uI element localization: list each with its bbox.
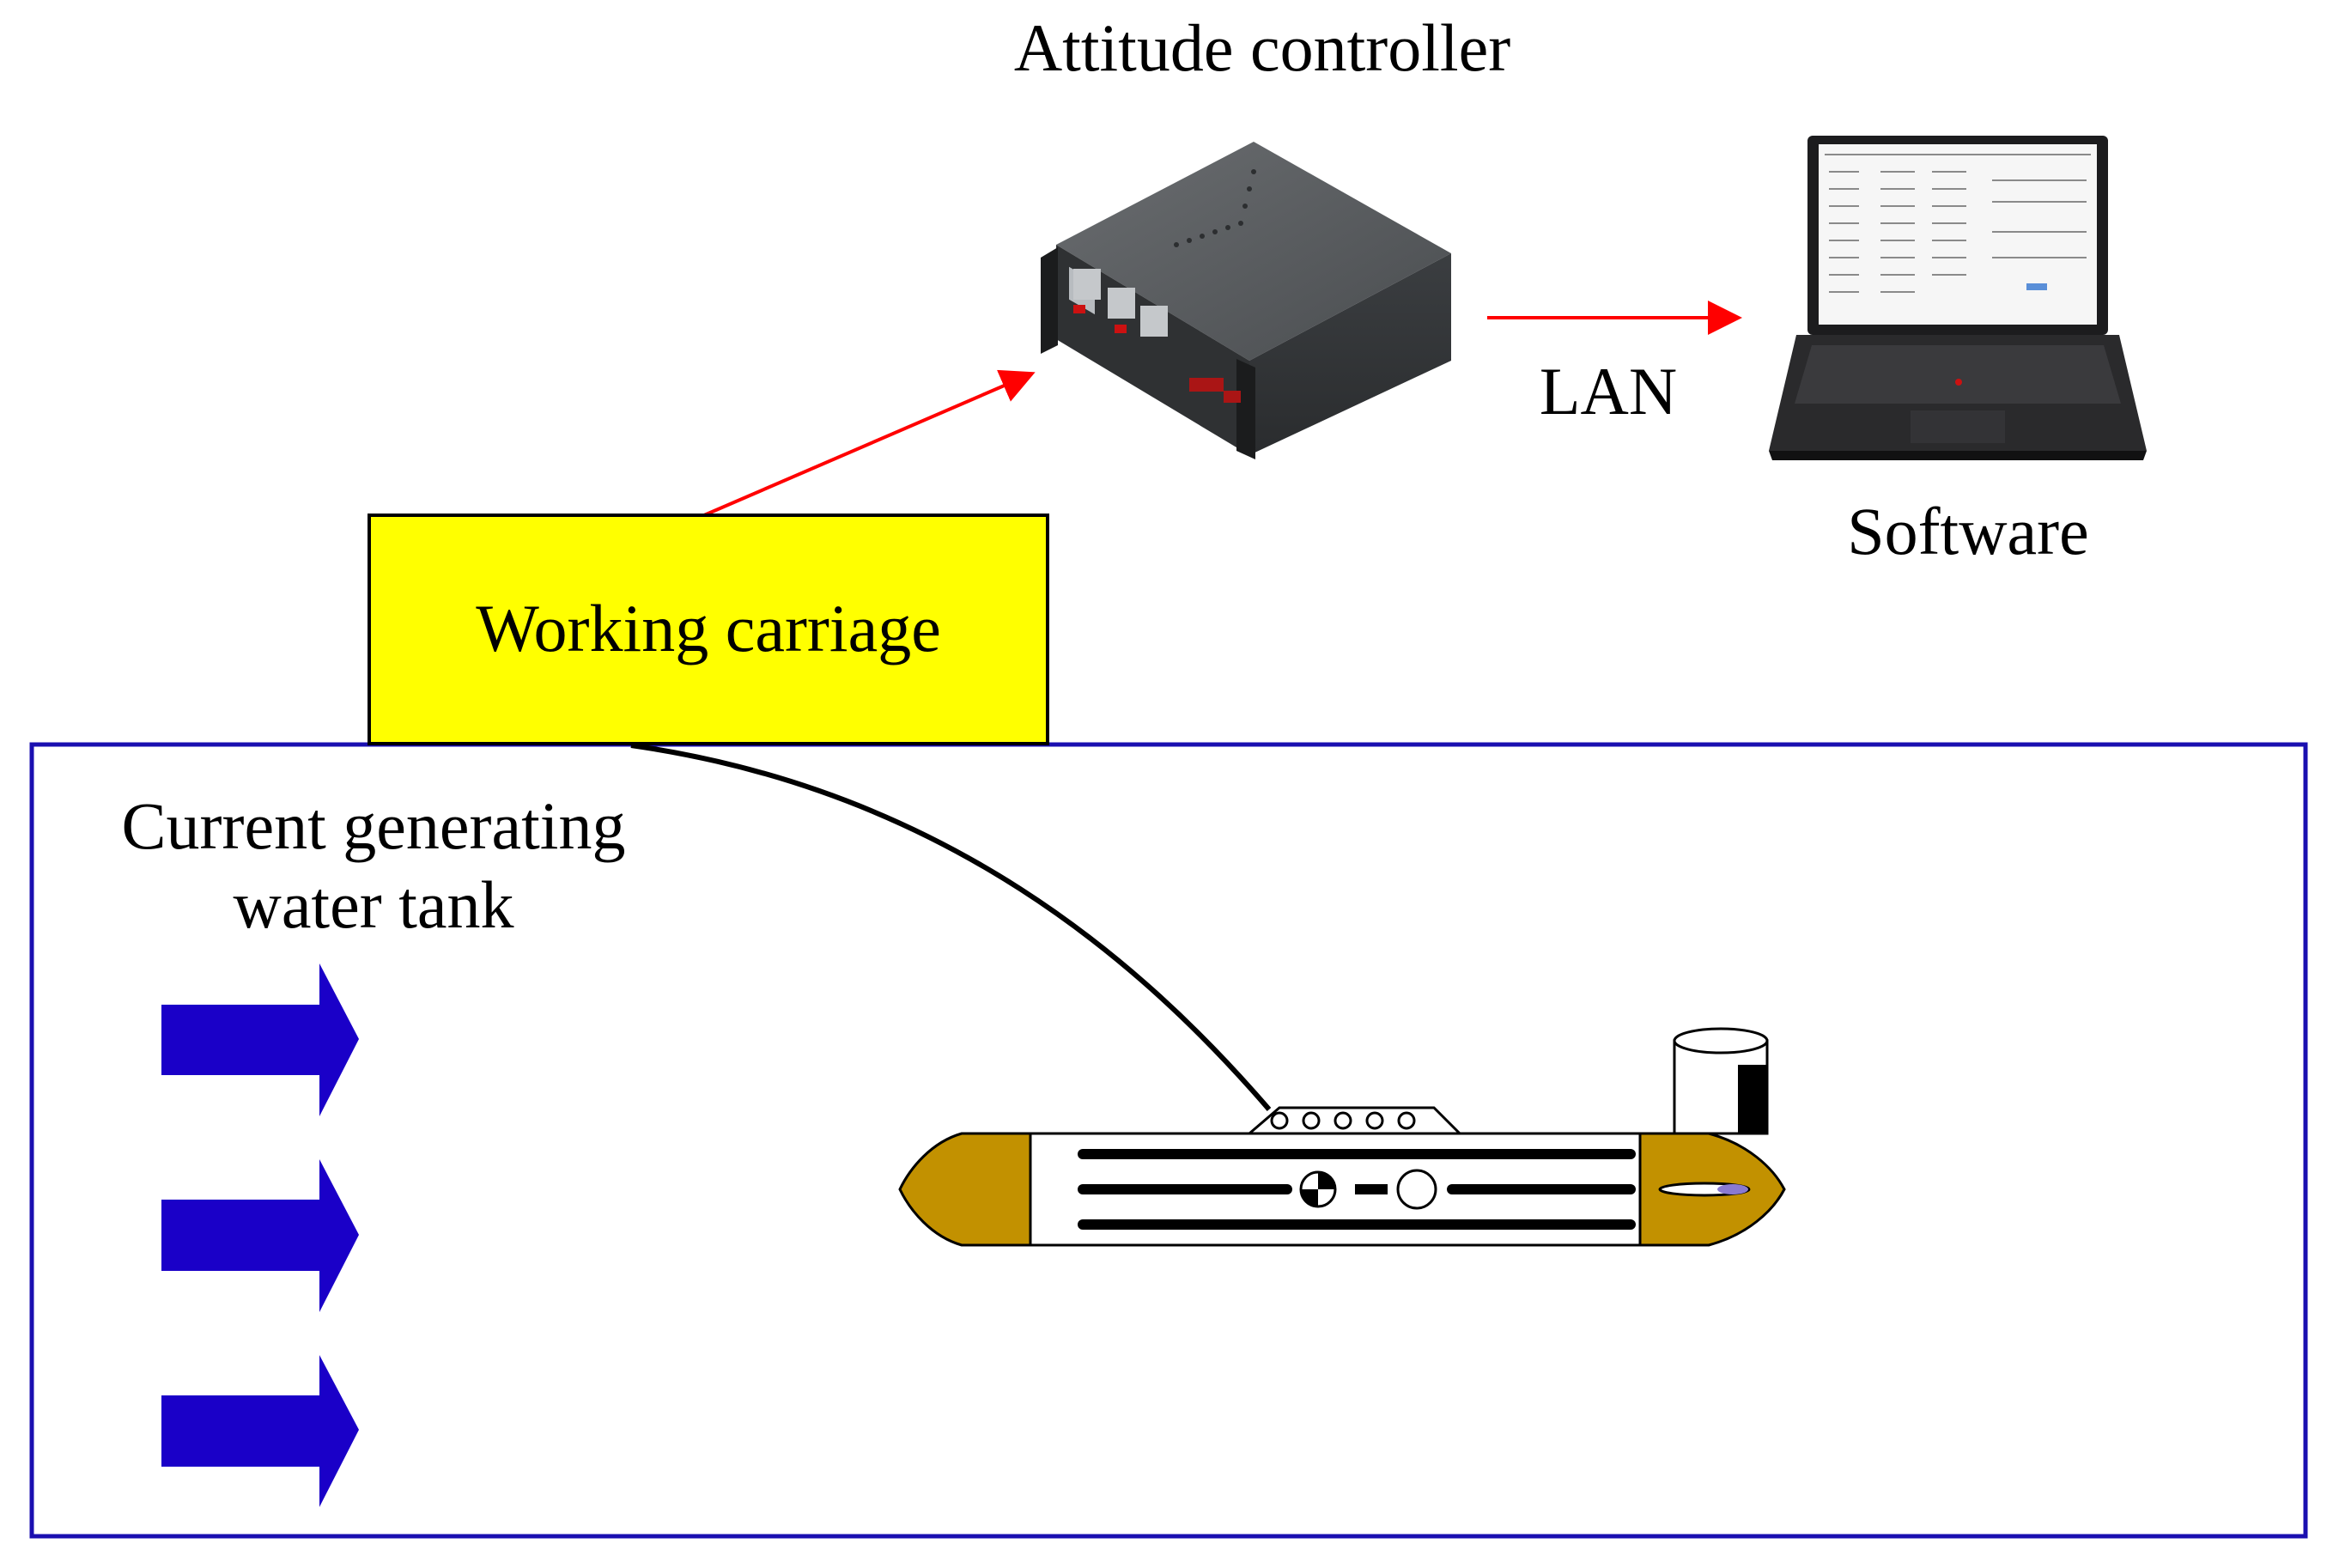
rack-controller-icon [1041,142,1451,459]
tow-cable [630,743,1272,1111]
flow-arrow-icon [161,1355,359,1507]
working-carriage-box [368,514,1049,745]
working-carriage-label: Working carriage [476,591,941,665]
flow-arrow-icon [161,1159,359,1312]
water-tank [29,742,2308,1539]
underwater-vehicle-icon [898,1027,1786,1247]
flow-arrow-icon [161,963,359,1116]
tank-label-line2: water tank [233,867,513,942]
attitude-controller-label: Attitude controller [1014,10,1510,85]
software-label: Software [1847,494,2089,568]
lan-label: LAN [1540,354,1677,428]
laptop-icon [1769,136,2147,460]
carriage-to-controller-arrow [703,369,1036,517]
tank-label-line1: Current generating [122,788,626,863]
